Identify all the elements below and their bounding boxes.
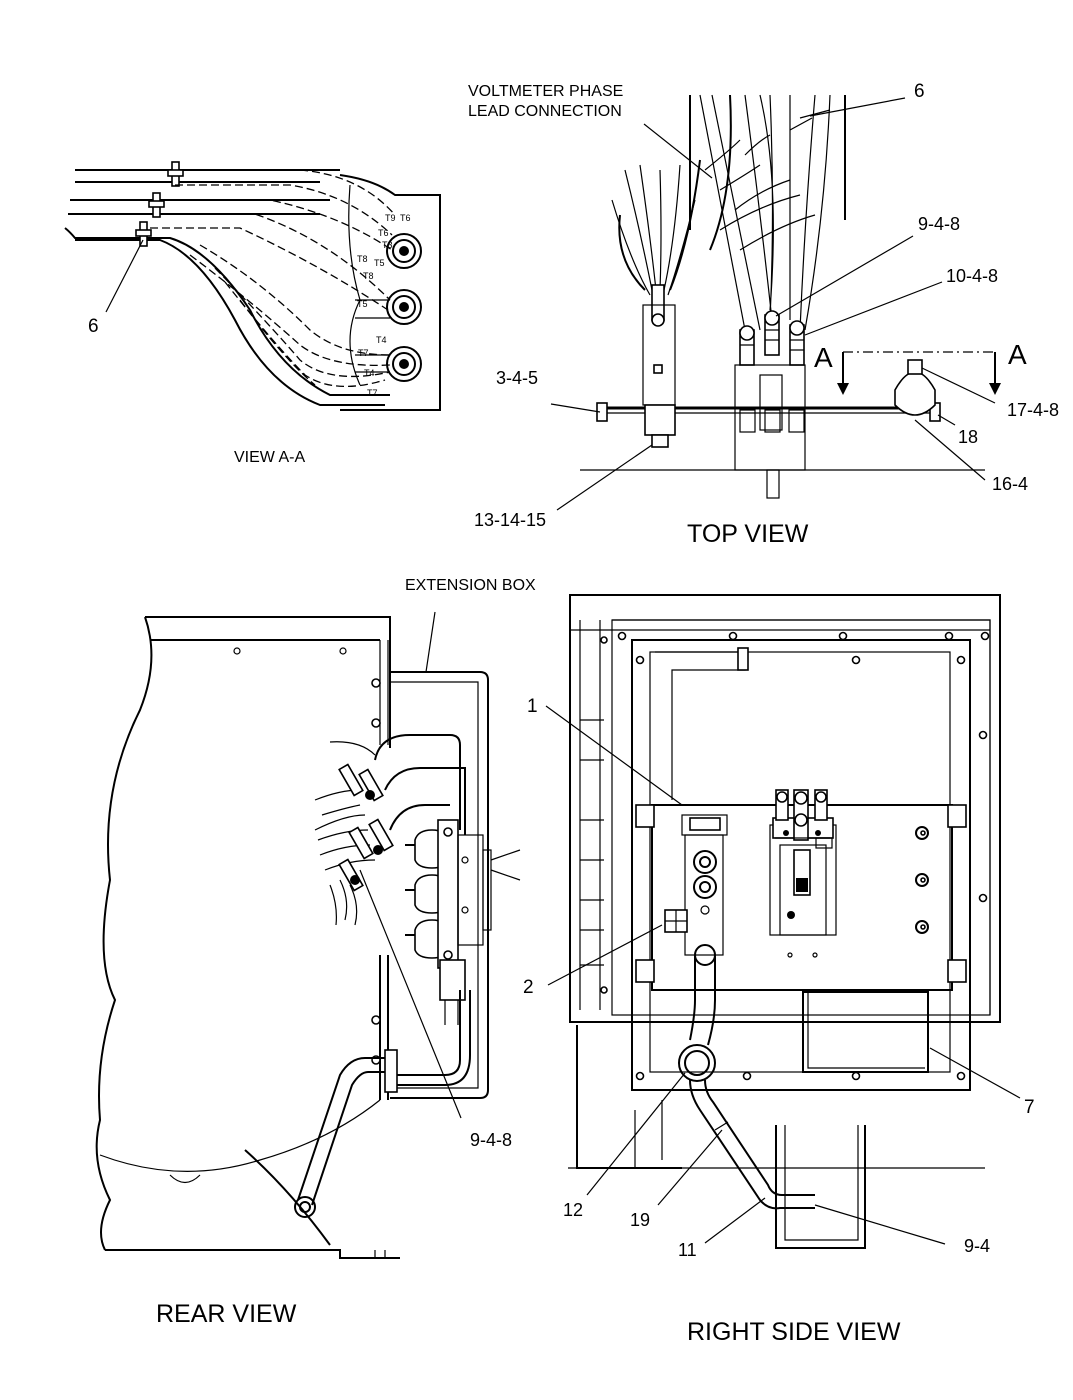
callout-2: 2 xyxy=(523,977,534,998)
bushing-upper xyxy=(386,233,422,269)
callout-9-4: 9-4 xyxy=(964,1236,990,1256)
callout-17-4-8: 17-4-8 xyxy=(1007,400,1059,420)
right-side-view-drawing xyxy=(545,594,1021,1249)
rear-view-title: REAR VIEW xyxy=(156,1300,297,1328)
clamp-2 xyxy=(148,192,165,218)
terminal-t4-label-a: T4 xyxy=(376,335,387,345)
terminal-t3-label: T3 xyxy=(382,240,393,250)
rear-connector-group xyxy=(338,763,394,892)
top-view-title: TOP VIEW xyxy=(687,520,809,548)
section-a-right-marker: A xyxy=(1008,339,1027,370)
right-side-view-title: RIGHT SIDE VIEW xyxy=(687,1318,901,1346)
callout-7: 7 xyxy=(1024,1097,1035,1118)
bushing-middle xyxy=(386,289,422,325)
callout-16-4: 16-4 xyxy=(992,474,1028,494)
callout-19: 19 xyxy=(630,1210,650,1230)
callout-6-view-aa: 6 xyxy=(88,316,99,337)
view-aa-title: VIEW A-A xyxy=(234,449,305,466)
terminal-t6-label-b: T6 xyxy=(378,228,389,238)
callout-3-4-5: 3-4-5 xyxy=(496,368,538,388)
view-aa-drawing: T9 T6 T6 T3 T8 T5 T8 T5 T4 T7 T4 T7 xyxy=(64,161,441,411)
terminal-t4-label-b: T4 xyxy=(364,368,375,378)
terminal-t6-label-a: T6 xyxy=(400,213,411,223)
terminal-t8-label-a: T8 xyxy=(357,254,368,264)
clamp-1 xyxy=(167,161,184,187)
callout-6-top-view: 6 xyxy=(914,81,925,102)
terminal-t5-label-a: T5 xyxy=(374,258,385,268)
callout-18: 18 xyxy=(958,427,978,447)
clamp-3 xyxy=(135,221,152,247)
callout-13-14-15: 13-14-15 xyxy=(474,510,546,530)
callout-voltmeter-line1: VOLTMETER PHASE xyxy=(468,83,623,100)
top-view-drawing xyxy=(550,94,1001,511)
bushing-lower xyxy=(386,346,422,382)
callout-voltmeter-line2: LEAD CONNECTION xyxy=(468,103,622,120)
callout-11: 11 xyxy=(678,1240,697,1260)
callout-9-4-8-rear-view: 9-4-8 xyxy=(470,1130,512,1150)
callout-10-4-8: 10-4-8 xyxy=(946,266,998,286)
terminal-t7-label-b: T7 xyxy=(367,388,378,398)
callout-12: 12 xyxy=(563,1200,583,1220)
rear-view-drawing xyxy=(95,611,521,1259)
bushing-cluster xyxy=(739,310,805,366)
callout-9-4-8-top-view: 9-4-8 xyxy=(918,214,960,234)
section-a-left-marker: A xyxy=(814,342,833,373)
callout-1: 1 xyxy=(527,696,538,717)
terminal-t7-label-a: T7 xyxy=(358,348,369,358)
terminal-t5-label-b: T5 xyxy=(357,299,368,309)
terminal-t9-label: T9 xyxy=(385,213,396,223)
terminal-t8-label-b: T8 xyxy=(363,271,374,281)
callout-extension-box: EXTENSION BOX xyxy=(405,577,536,594)
isolator-right xyxy=(894,359,936,416)
